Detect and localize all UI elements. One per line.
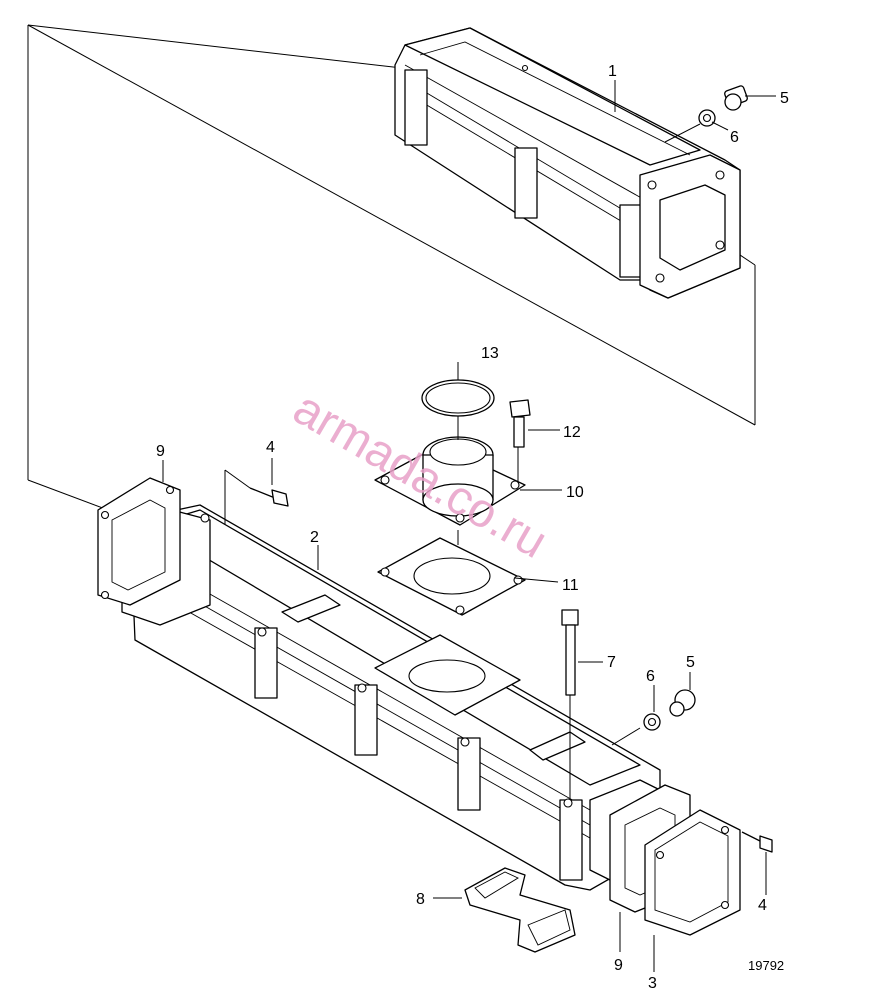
bolt-part-12 xyxy=(509,399,531,448)
callout-4-upper: 4 xyxy=(266,439,275,456)
drawing-reference-number: 19792 xyxy=(748,958,784,973)
callout-9-right: 9 xyxy=(614,957,623,974)
callout-8: 8 xyxy=(416,891,425,908)
callout-6-lower: 6 xyxy=(646,668,655,685)
gasket-part-8 xyxy=(464,867,576,953)
callout-5-lower: 5 xyxy=(686,654,695,671)
callout-2: 2 xyxy=(310,529,319,546)
callout-6-upper: 6 xyxy=(730,129,739,146)
callout-7: 7 xyxy=(607,654,616,671)
callout-leader-lines xyxy=(162,80,776,972)
callout-10: 10 xyxy=(566,484,584,501)
callout-12: 12 xyxy=(563,424,581,441)
washer-part-6-upper xyxy=(698,109,716,127)
cover-plate-part-3 xyxy=(644,809,741,936)
washer-part-6-lower xyxy=(643,713,661,731)
plug-part-5-lower xyxy=(669,689,696,717)
callout-9-left: 9 xyxy=(156,443,165,460)
upper-manifold-part-1 xyxy=(394,27,741,299)
long-bolt-part-7 xyxy=(561,609,579,800)
o-ring-part-13 xyxy=(421,379,495,417)
callout-4-lower: 4 xyxy=(758,897,767,914)
bolt-part-4-upper xyxy=(224,469,289,525)
gasket-part-9-left xyxy=(97,477,181,606)
lower-manifold-part-2 xyxy=(121,504,661,891)
callout-11: 11 xyxy=(562,577,579,594)
callout-13: 13 xyxy=(481,345,499,362)
plug-part-5-upper xyxy=(724,85,748,111)
callout-5-upper: 5 xyxy=(780,90,789,107)
outlet-flange-part-10 xyxy=(374,436,526,526)
bolt-part-4-lower xyxy=(741,831,773,853)
callout-3: 3 xyxy=(648,975,657,992)
callout-1: 1 xyxy=(608,63,617,80)
gasket-part-11 xyxy=(377,537,526,616)
